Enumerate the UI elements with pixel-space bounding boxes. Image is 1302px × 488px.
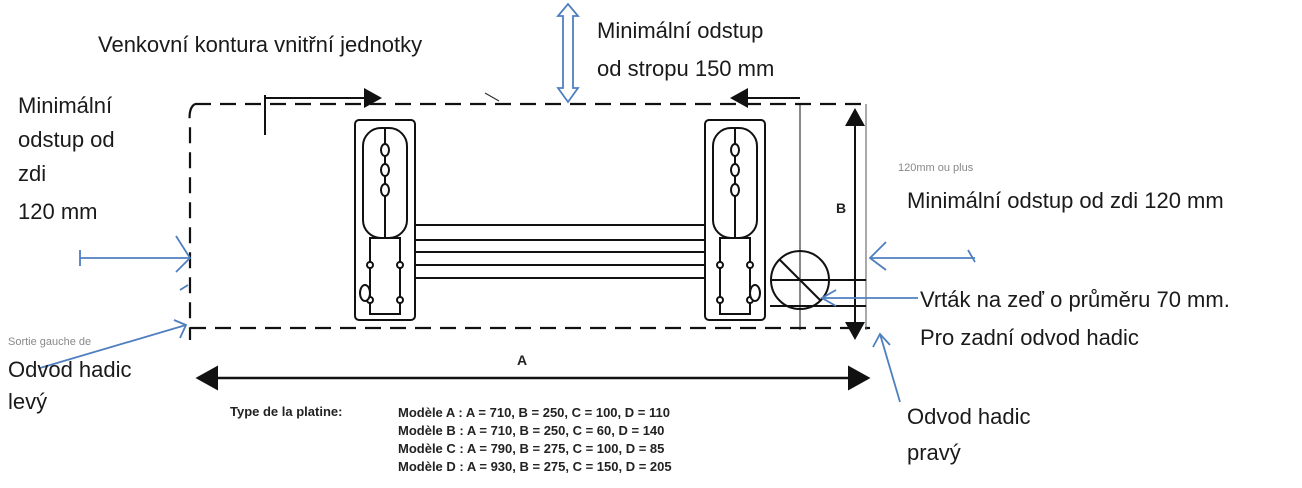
hose-right-label-line1: Odvod hadic [907, 404, 1031, 429]
dimension-a-label: A [517, 352, 528, 368]
hose-left-label-line1: Odvod hadic [8, 357, 132, 382]
plate-model-list: Modèle A : A = 710, B = 250, C = 100, D … [398, 404, 672, 476]
plate-model-b: Modèle B : A = 710, B = 250, C = 60, D =… [398, 423, 665, 438]
left-wall-clearance-line1: Minimální [18, 93, 113, 118]
hose-right-label-line2: pravý [907, 440, 961, 465]
plate-model-a: Modèle A : A = 710, B = 250, C = 100, D … [398, 405, 670, 420]
faint-right-text: 120mm ou plus [898, 162, 974, 174]
drill-hole [770, 104, 866, 330]
left-wall-clearance-line3: zdi [18, 161, 47, 186]
horizontal-rails [415, 224, 705, 279]
right-bracket [704, 119, 766, 321]
outer-contour [188, 102, 870, 340]
faint-left-text: Sortie gauche de [8, 336, 92, 348]
annotation-arrows [39, 2, 976, 403]
top-pointer [484, 92, 500, 102]
left-wall-clearance-line4: 120 mm [18, 199, 98, 224]
right-wall-clearance-label: Minimální odstup od zdi 120 mm [907, 188, 1224, 213]
left-wall-clearance-line2: odstup od [18, 127, 115, 152]
outer-contour-label: Venkovní kontura vnitřní jednotky [98, 32, 423, 57]
plate-type-title: Type de la platine: [230, 404, 343, 419]
dimension-b-label: B [836, 200, 847, 216]
drill-hole-label-line2: Pro zadní odvod hadic [920, 325, 1139, 350]
plate-model-c: Modèle C : A = 790, B = 275, C = 100, D … [398, 441, 665, 456]
hose-left-label-line2: levý [8, 389, 48, 414]
left-bracket [354, 119, 416, 321]
ceiling-clearance-line2: od stropu 150 mm [597, 56, 775, 81]
ceiling-clearance-line1: Minimální odstup [597, 18, 764, 43]
drill-hole-label-line1: Vrták na zeď o průměru 70 mm. [920, 287, 1230, 312]
plate-model-d: Modèle D : A = 930, B = 275, C = 150, D … [398, 459, 672, 474]
